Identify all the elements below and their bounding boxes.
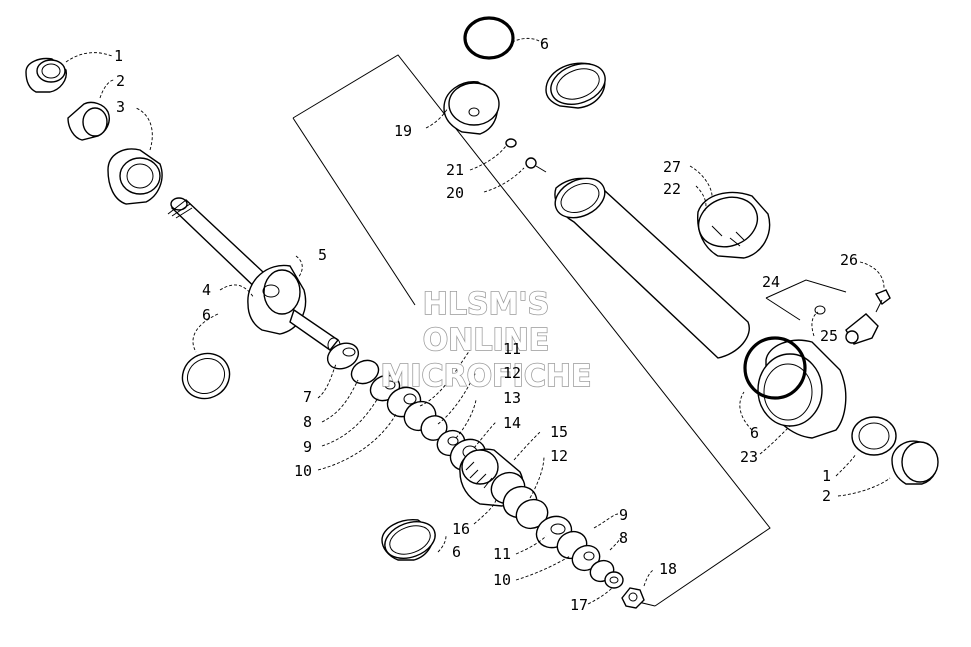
callout-7: 7 <box>303 388 312 406</box>
callout-22: 22 <box>663 180 681 198</box>
sleeve-27 <box>697 191 771 259</box>
callout-8-upper: 8 <box>303 413 312 431</box>
callout-5: 5 <box>318 246 327 264</box>
screw-26 <box>874 289 891 313</box>
callout-8-lower: 8 <box>619 529 628 547</box>
callout-6-left: 6 <box>202 306 211 324</box>
end-cap-3 <box>107 148 163 205</box>
assembly-boundary <box>292 54 771 607</box>
reservoir-cap-19 <box>443 81 500 135</box>
callout-9-upper: 9 <box>303 438 312 456</box>
callout-1-top-left: 1 <box>114 47 123 65</box>
kit-bracket-24 <box>765 279 847 299</box>
sleeve-2-top-left <box>67 101 110 141</box>
callout-16: 16 <box>452 520 470 538</box>
callout-12-upper: 12 <box>503 364 521 382</box>
callout-26: 26 <box>840 251 858 269</box>
o-ring-6-left <box>181 352 231 400</box>
callout-9-lower: 9 <box>619 506 628 524</box>
watermark-line-1: HLSM'S <box>423 287 549 322</box>
o-ring-6-right <box>743 336 807 400</box>
watermark-line-2: ONLINE <box>423 323 550 358</box>
o-ring-6-top <box>463 16 515 60</box>
sleeve-2-bottom-right <box>891 440 939 485</box>
callout-20: 20 <box>446 184 464 202</box>
callout-25: 25 <box>820 327 838 345</box>
washer-8-top <box>350 359 380 385</box>
watermark-line-3: MICROFICHE <box>381 359 592 394</box>
callout-17: 17 <box>570 596 588 614</box>
callout-3: 3 <box>116 98 125 116</box>
callout-13: 13 <box>503 389 521 407</box>
callout-15: 15 <box>550 423 568 441</box>
snap-ring-21 <box>505 138 517 148</box>
bushing-1-top-left <box>25 57 67 93</box>
callout-2-bottom-right: 2 <box>822 487 831 505</box>
pin-20 <box>525 157 547 173</box>
band-6-top <box>545 62 606 109</box>
nut-18 <box>621 587 645 609</box>
bushing-1-bottom-right <box>851 416 897 456</box>
shock-body-5 <box>247 264 341 353</box>
callout-27: 27 <box>663 158 681 176</box>
callout-6-right: 6 <box>750 424 759 442</box>
callout-4: 4 <box>202 281 211 299</box>
nut-17 <box>604 571 624 589</box>
callout-12-lower: 12 <box>550 447 568 465</box>
washer-7 <box>326 342 360 370</box>
washer-stack-lower <box>502 485 549 530</box>
valve-25 <box>814 305 879 345</box>
callout-18: 18 <box>659 560 677 578</box>
assembly-boundary-left <box>292 117 416 306</box>
callout-11-upper: 11 <box>503 340 521 358</box>
callout-6-top: 6 <box>540 35 549 53</box>
band-6-bottom <box>381 519 436 561</box>
callout-1-bottom-right: 1 <box>822 467 831 485</box>
callout-21: 21 <box>446 161 464 179</box>
callout-10-lower: 10 <box>493 571 511 589</box>
callout-14: 14 <box>503 414 521 432</box>
watermark: HLSM'S ONLINE MICROFICHE <box>380 286 592 395</box>
callout-10-upper: 10 <box>294 462 312 480</box>
callout-19: 19 <box>394 122 412 140</box>
reservoir-tube-22 <box>554 177 750 359</box>
callout-23: 23 <box>740 448 758 466</box>
callout-11-lower: 11 <box>493 545 511 563</box>
callout-6-bottom: 6 <box>452 543 461 561</box>
callout-2-top-left: 2 <box>116 72 125 90</box>
callout-24: 24 <box>762 273 780 291</box>
